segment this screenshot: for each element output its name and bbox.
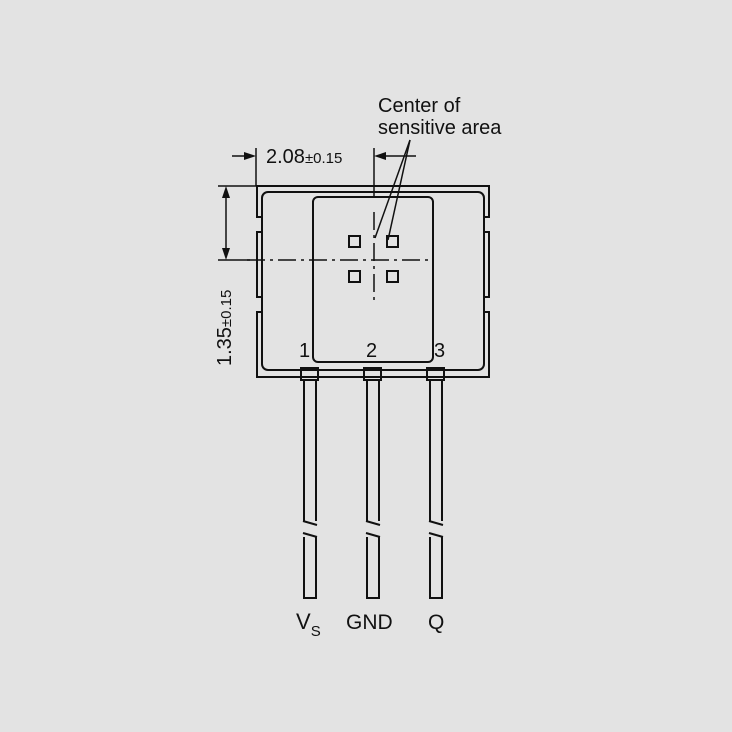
- dim-v-tolerance: ±0.15: [218, 290, 235, 327]
- leader-line-2: [387, 139, 411, 241]
- dim-v-value: 1.35: [214, 327, 236, 366]
- dim-h-label: 2.08±0.15: [266, 146, 342, 168]
- annotation-center-line2: sensitive area: [378, 117, 502, 139]
- dim-h-arrow-left: [244, 152, 256, 160]
- pin-number-2: 2: [366, 340, 377, 362]
- pin-label-3: Q: [428, 611, 444, 634]
- sensor-element-bottom-right: [386, 270, 399, 283]
- pin-1: [300, 367, 319, 599]
- sensor-element-top-left: [348, 235, 361, 248]
- pin-label-1-main: V: [296, 609, 311, 634]
- sensor-die: [312, 196, 434, 363]
- pin-3: [426, 367, 445, 599]
- annotation-center-line1: Center of: [378, 95, 461, 117]
- sensor-element-bottom-left: [348, 270, 361, 283]
- dim-v-arrow-top: [222, 186, 230, 198]
- pin-label-1-subscript: S: [311, 623, 321, 640]
- dim-v-arrow-bottom: [222, 248, 230, 260]
- leader-line-1: [374, 139, 411, 239]
- pin-2: [363, 367, 382, 599]
- sensor-element-top-right: [386, 235, 399, 248]
- dim-h-tolerance: ±0.15: [305, 150, 342, 167]
- package-inner-outline: [261, 191, 485, 371]
- dim-v-label: 1.35±0.15: [214, 290, 236, 366]
- pin-label-2: GND: [346, 611, 393, 634]
- pin-number-3: 3: [434, 340, 445, 362]
- dim-h-value: 2.08: [266, 146, 305, 168]
- pin-label-1: VS: [296, 609, 321, 640]
- dim-h-arrow-right: [374, 152, 386, 160]
- pin-number-1: 1: [299, 340, 310, 362]
